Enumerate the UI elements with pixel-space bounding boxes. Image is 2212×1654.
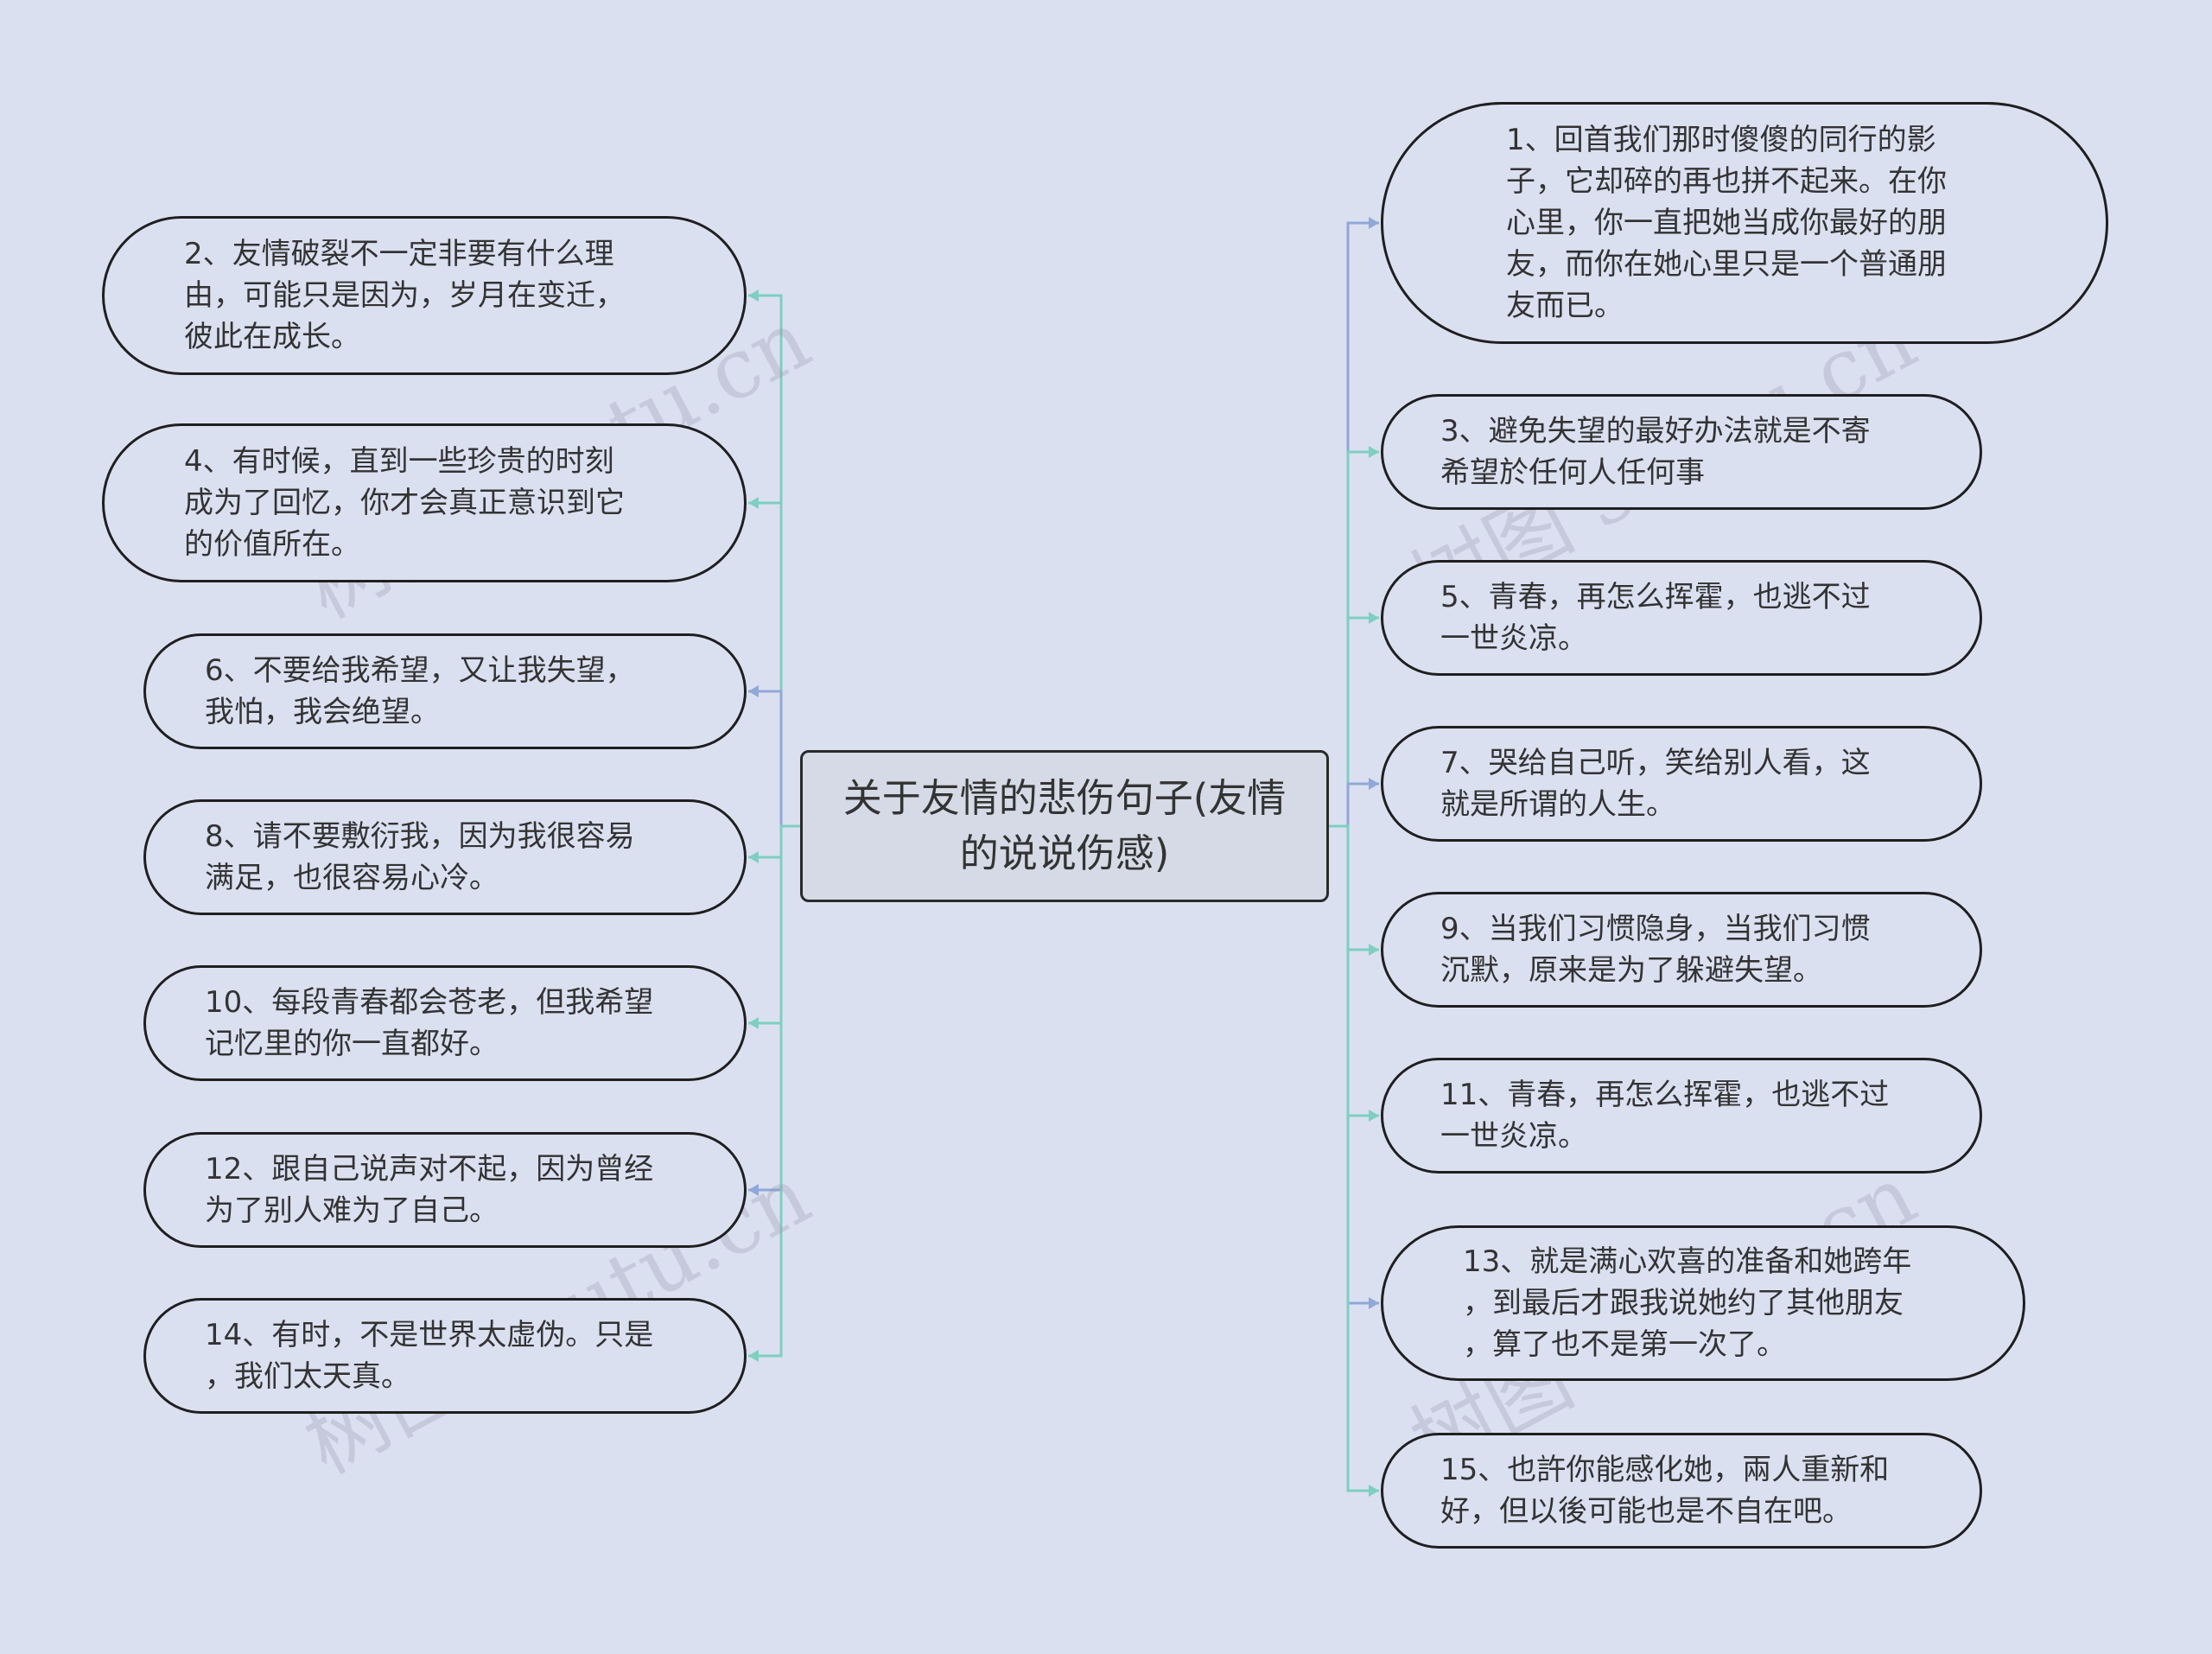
connector-arrowhead xyxy=(1369,1110,1379,1122)
connector-line xyxy=(1329,450,1379,828)
topic-node-14[interactable]: 14、有时，不是世界太虚伪。只是 ，我们太天真。 xyxy=(143,1298,747,1414)
connector-arrowhead xyxy=(1369,778,1379,790)
connector-line xyxy=(748,824,800,859)
connector-arrowhead xyxy=(1369,446,1379,458)
connector-arrowhead xyxy=(1369,1485,1379,1497)
topic-node-13[interactable]: 13、就是满心欢喜的准备和她跨年 ，到最后才跟我说她约了其他朋友 ，算了也不是第… xyxy=(1381,1225,2025,1381)
topic-node-7[interactable]: 7、哭给自己听，笑给别人看，这 就是所谓的人生。 xyxy=(1381,726,1982,842)
topic-node-15[interactable]: 15、也許你能感化她，兩人重新和 好，但以後可能也是不自在吧。 xyxy=(1381,1433,1982,1549)
topic-node-text: 11、青春，再怎么挥霍，也逃不过 一世炎凉。 xyxy=(1440,1078,1890,1154)
topic-node-text: 13、就是满心欢喜的准备和她跨年 ，到最后才跟我说她约了其他朋友 ，算了也不是第… xyxy=(1463,1244,1912,1362)
topic-node-10[interactable]: 10、每段青春都会苍老，但我希望 记忆里的你一直都好。 xyxy=(143,965,747,1081)
connector-arrowhead xyxy=(748,289,759,302)
topic-node-text: 5、青春，再怎么挥霍，也逃不过 一世炎凉。 xyxy=(1440,580,1871,656)
connector-line xyxy=(1329,782,1379,828)
topic-node-text: 14、有时，不是世界太虚伪。只是 ，我们太天真。 xyxy=(205,1318,654,1394)
topic-node-9[interactable]: 9、当我们习惯隐身，当我们习惯 沉默，原来是为了躲避失望。 xyxy=(1381,892,1982,1008)
connector-line xyxy=(1329,824,1379,1305)
topic-node-text: 15、也許你能感化她，兩人重新和 好，但以後可能也是不自在吧。 xyxy=(1440,1453,1890,1529)
topic-node-11[interactable]: 11、青春，再怎么挥霍，也逃不过 一世炎凉。 xyxy=(1381,1058,1982,1174)
central-topic-title: 关于友情的悲伤句子(友情 的说说伤感) xyxy=(842,775,1287,876)
connector-arrowhead xyxy=(748,497,759,509)
connector-line xyxy=(748,824,800,1358)
connector-arrowhead xyxy=(1369,612,1379,624)
topic-node-text: 2、友情破裂不一定非要有什么理 由，可能只是因为，岁月在变迁， 彼此在成长。 xyxy=(184,237,625,354)
connector-arrowhead xyxy=(1369,217,1379,229)
connector-line xyxy=(748,501,800,828)
connector-line xyxy=(1329,221,1379,828)
topic-node-text: 9、当我们习惯隐身，当我们习惯 沉默，原来是为了躲避失望。 xyxy=(1440,912,1871,988)
connector-arrowhead xyxy=(1369,944,1379,956)
central-topic[interactable]: 关于友情的悲伤句子(友情 的说说伤感) xyxy=(800,750,1329,902)
topic-node-text: 3、避免失望的最好办法就是不寄 希望於任何人任何事 xyxy=(1440,414,1871,490)
connector-line xyxy=(1329,824,1379,1492)
topic-node-3[interactable]: 3、避免失望的最好办法就是不寄 希望於任何人任何事 xyxy=(1381,394,1982,510)
topic-node-text: 12、跟自己说声对不起，因为曾经 为了别人难为了自己。 xyxy=(205,1152,654,1228)
connector-line xyxy=(1329,616,1379,828)
topic-node-4[interactable]: 4、有时候，直到一些珍贵的时刻 成为了回忆，你才会真正意识到它 的价值所在。 xyxy=(102,423,747,582)
connector-arrowhead xyxy=(1369,1297,1379,1309)
topic-node-text: 4、有时候，直到一些珍贵的时刻 成为了回忆，你才会真正意识到它 的价值所在。 xyxy=(184,444,625,562)
connector-arrowhead xyxy=(748,1350,759,1362)
topic-node-1[interactable]: 1、回首我们那时傻傻的同行的影 子，它却碎的再也拼不起来。在你 心里，你一直把她… xyxy=(1381,102,2108,344)
topic-node-text: 10、每段青春都会苍老，但我希望 记忆里的你一直都好。 xyxy=(205,985,654,1061)
topic-node-text: 7、哭给自己听，笑给别人看，这 就是所谓的人生。 xyxy=(1440,746,1871,822)
connector-line xyxy=(1329,824,1379,1117)
connector-arrowhead xyxy=(748,1184,759,1196)
topic-node-text: 1、回首我们那时傻傻的同行的影 子，它却碎的再也拼不起来。在你 心里，你一直把她… xyxy=(1506,123,1947,323)
topic-node-8[interactable]: 8、请不要敷衍我，因为我很容易 满足，也很容易心冷。 xyxy=(143,799,747,915)
topic-node-12[interactable]: 12、跟自己说声对不起，因为曾经 为了别人难为了自己。 xyxy=(143,1132,747,1248)
connector-arrowhead xyxy=(748,1017,759,1029)
connector-line xyxy=(748,824,800,1192)
connector-line xyxy=(1329,824,1379,951)
topic-node-5[interactable]: 5、青春，再怎么挥霍，也逃不过 一世炎凉。 xyxy=(1381,560,1982,676)
connector-arrowhead xyxy=(748,685,759,697)
connector-arrowhead xyxy=(748,851,759,863)
topic-node-2[interactable]: 2、友情破裂不一定非要有什么理 由，可能只是因为，岁月在变迁， 彼此在成长。 xyxy=(102,216,747,375)
topic-node-text: 6、不要给我希望，又让我失望， 我怕，我会绝望。 xyxy=(205,653,635,729)
connector-line xyxy=(748,294,800,828)
topic-node-6[interactable]: 6、不要给我希望，又让我失望， 我怕，我会绝望。 xyxy=(143,633,747,749)
connector-line xyxy=(748,690,800,828)
topic-node-text: 8、请不要敷衍我，因为我很容易 满足，也很容易心冷。 xyxy=(205,819,635,895)
